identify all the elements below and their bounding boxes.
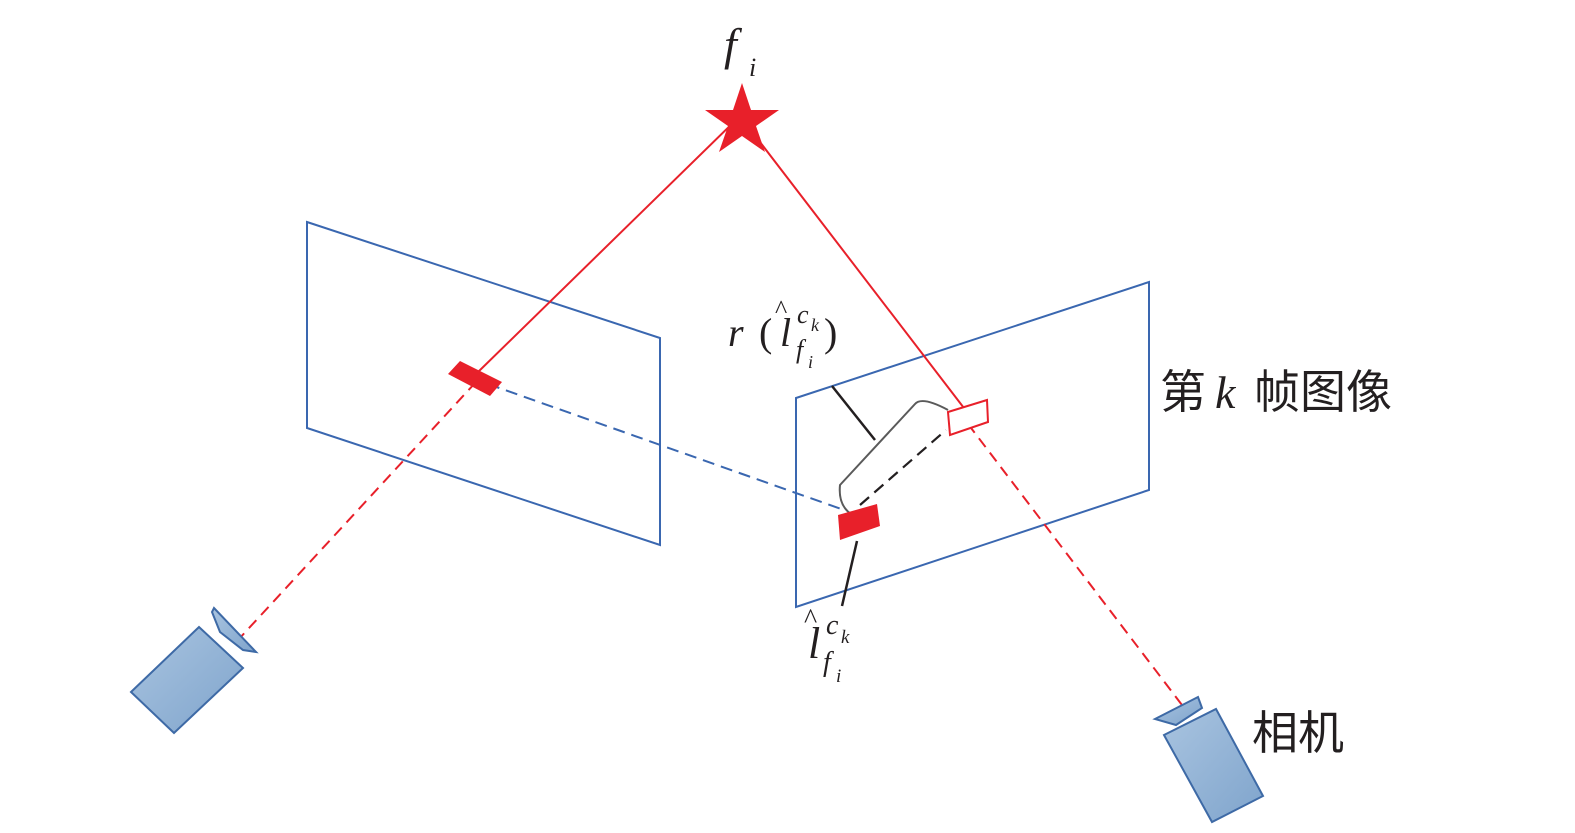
left-projection	[448, 361, 502, 396]
svg-text:f: f	[796, 335, 807, 364]
correspondence-line	[487, 383, 845, 511]
svg-text:i: i	[836, 666, 841, 687]
svg-text:^: ^	[775, 295, 787, 324]
svg-text:c: c	[797, 300, 809, 329]
left-camera-ray	[237, 381, 477, 641]
svg-text:k: k	[811, 315, 820, 335]
residual-line	[859, 429, 947, 506]
feature-label: f i	[724, 19, 756, 82]
video-camera-icon	[129, 606, 259, 735]
svg-text:第: 第	[1160, 365, 1206, 419]
svg-text:r: r	[728, 310, 744, 355]
svg-text:i: i	[808, 352, 813, 372]
residual-leader-line	[831, 385, 876, 441]
observed-projection	[838, 504, 880, 540]
video-camera-icon	[1152, 695, 1265, 824]
svg-text:): )	[824, 310, 837, 355]
svg-text:i: i	[749, 53, 756, 82]
observation-label: l ^ c k f i	[804, 604, 850, 687]
svg-text:f: f	[823, 647, 834, 678]
camera-label: 相机	[1252, 706, 1344, 760]
frame-label: 第 k 帧图像	[1160, 365, 1392, 419]
right-ray	[739, 115, 968, 413]
star-icon	[705, 83, 779, 152]
right-image-plane	[795, 280, 1150, 609]
observation-leader-line	[840, 540, 859, 607]
svg-text:l: l	[780, 310, 791, 355]
svg-text:k: k	[1215, 367, 1237, 418]
svg-text:帧图像: 帧图像	[1254, 365, 1392, 419]
reprojected-point	[946, 398, 990, 437]
right-camera-ray	[967, 423, 1183, 706]
left-ray	[475, 115, 741, 375]
svg-text:(: (	[759, 310, 772, 355]
residual-bracket	[838, 400, 949, 515]
svg-text:l: l	[808, 619, 820, 668]
left-image-plane	[306, 220, 661, 547]
svg-text:^: ^	[804, 604, 817, 635]
svg-text:f: f	[724, 19, 743, 70]
svg-text:c: c	[826, 610, 839, 641]
residual-label: r ( l ^ c k f i )	[728, 295, 837, 372]
svg-text:k: k	[841, 627, 850, 648]
